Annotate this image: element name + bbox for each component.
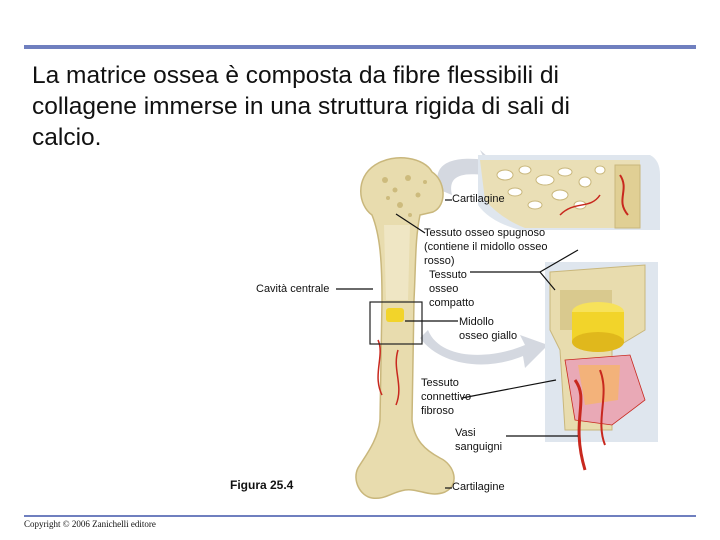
lower-inset bbox=[545, 262, 658, 471]
yellow-marrow-plug bbox=[386, 308, 404, 322]
zoom-box bbox=[369, 301, 423, 345]
bottom-rule bbox=[24, 515, 696, 517]
leader-lines bbox=[336, 199, 579, 489]
long-bone bbox=[355, 157, 455, 500]
label-vasi-sanguigni: Vasi sanguigni bbox=[455, 427, 503, 453]
label-cartilagine-top: Cartilagine bbox=[452, 193, 505, 205]
copyright-notice: Copyright © 2006 Zanichelli editore bbox=[24, 519, 156, 529]
label-cartilagine-bottom: Cartilagine bbox=[452, 481, 505, 493]
figure-label: Figura 25.4 bbox=[230, 478, 294, 492]
slide-title: La matrice ossea è composta da fibre fle… bbox=[32, 62, 570, 151]
label-midollo-giallo: Midollo osseo giallo bbox=[459, 316, 518, 342]
label-cavita-centrale: Cavità centrale bbox=[256, 283, 330, 295]
label-tessuto-compatto: Tessuto osseo compatto bbox=[429, 269, 475, 309]
top-rule bbox=[24, 45, 696, 49]
upper-inset bbox=[478, 155, 660, 230]
label-tessuto-connettivo: Tessuto connettivo fibroso bbox=[421, 377, 472, 417]
lower-curved-arrow bbox=[420, 330, 548, 368]
label-tessuto-spugnoso: Tessuto osseo spugnoso (contiene il mido… bbox=[424, 227, 548, 267]
